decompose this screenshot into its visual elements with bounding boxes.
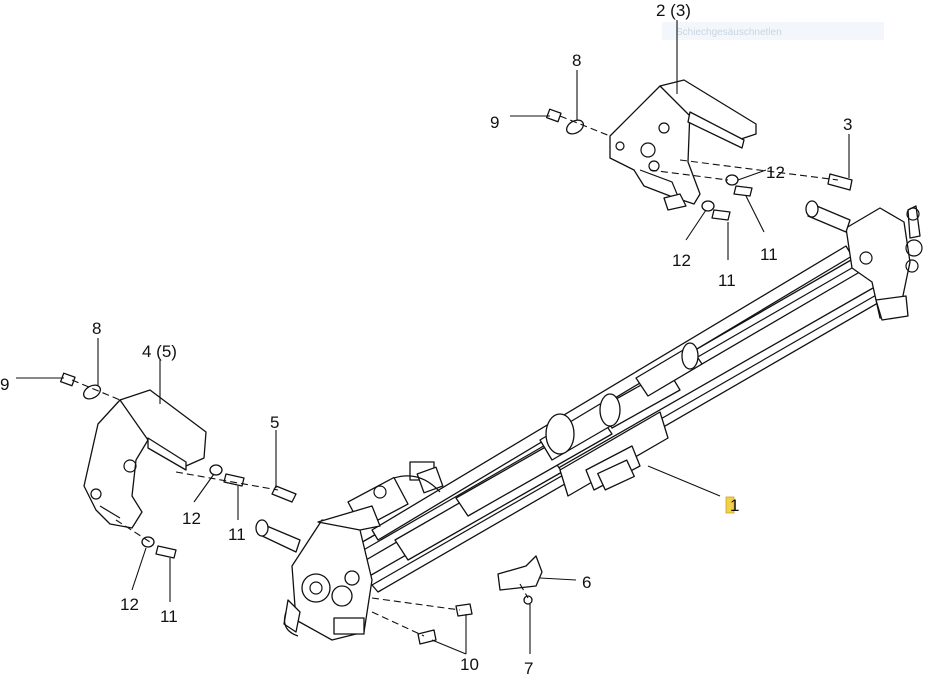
bracket-2-3: [609, 79, 757, 211]
callout-5: 5: [270, 413, 279, 432]
callout-12-c: 12: [182, 509, 201, 528]
watermark-box: [662, 22, 884, 40]
callout-12-a: 12: [766, 163, 785, 182]
callout-11-a: 11: [760, 245, 778, 264]
callout-11-b: 11: [718, 271, 736, 290]
callout-10: 10: [460, 655, 479, 674]
callout-11-d: 11: [160, 607, 178, 626]
leader-lines: [16, 20, 850, 655]
callout-8-right: 8: [572, 51, 581, 70]
callout-1: 1: [730, 496, 739, 515]
assembly-lines: [71, 115, 839, 637]
callout-9-left: 9: [0, 375, 9, 394]
callout-4-5: 4 (5): [142, 342, 177, 361]
callout-3: 3: [843, 115, 852, 134]
highlight-marker: [725, 496, 735, 514]
callout-11-c: 11: [228, 525, 246, 544]
callout-labels: 1 2 (3) 3 4 (5) 5 6 7 8 8 9 9 10 11 11 1…: [0, 1, 852, 678]
callout-9-right: 9: [490, 113, 499, 132]
callout-2-3: 2 (3): [656, 1, 691, 20]
callout-8-left: 8: [92, 319, 101, 338]
bracket-4-5: [83, 389, 207, 529]
callout-7: 7: [524, 659, 533, 678]
watermark-text: Schiechgesäuschnetlen: [676, 27, 782, 38]
callout-12-d: 12: [120, 595, 139, 614]
callout-12-b: 12: [672, 251, 691, 270]
callout-6: 6: [582, 573, 591, 592]
small-parts: [60, 108, 853, 645]
rail-assembly: [255, 200, 923, 641]
